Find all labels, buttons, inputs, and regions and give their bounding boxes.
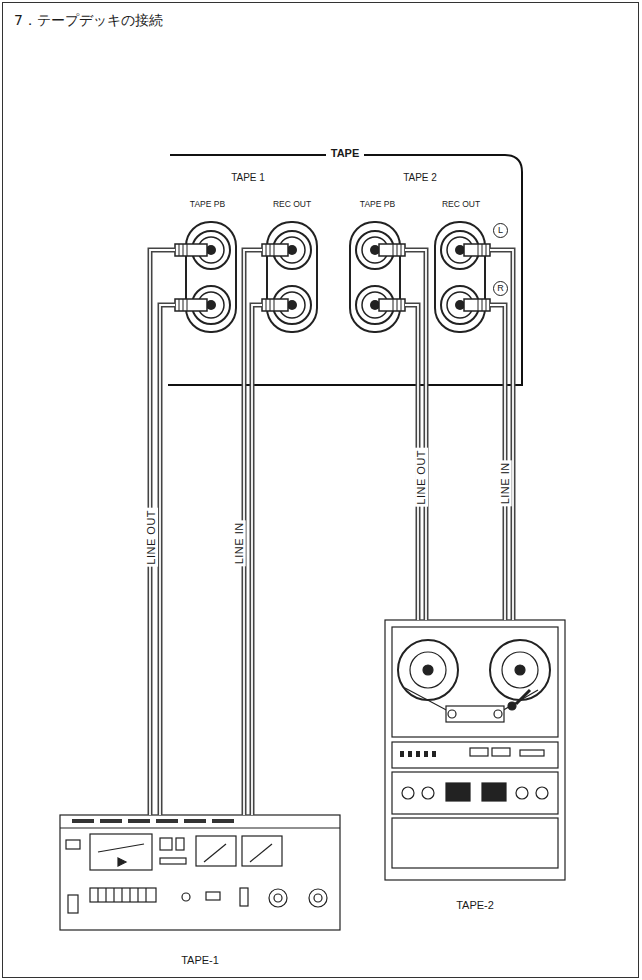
title: 7．テープデッキの接続 bbox=[14, 12, 163, 28]
cable-label: LINE IN bbox=[232, 520, 245, 566]
cassette-deck bbox=[60, 815, 340, 930]
node-label: TAPE PB bbox=[190, 200, 225, 210]
rca-plug bbox=[175, 244, 207, 256]
cable-label: LINE IN bbox=[498, 460, 511, 506]
reel-deck-box: TAPE-2 bbox=[385, 620, 565, 912]
rca-plug bbox=[262, 244, 288, 256]
node-label: TAPE-2 bbox=[456, 899, 494, 912]
jack-pair: REC OUT bbox=[432, 200, 490, 335]
rca-plug bbox=[262, 299, 288, 311]
jack-pair: TAPE PB bbox=[350, 200, 405, 335]
audio-cable bbox=[490, 250, 513, 620]
cassette-deck-box: TAPE-1 bbox=[60, 815, 340, 967]
jack-pair: REC OUT bbox=[262, 200, 322, 335]
rca-plug bbox=[379, 299, 405, 311]
rca-plug bbox=[464, 299, 490, 311]
jack-group: TAPE 2 TAPE PB REC OUT bbox=[345, 172, 495, 340]
rca-plug bbox=[379, 244, 405, 256]
cable-label: LINE OUT bbox=[415, 448, 428, 507]
node-label: REC OUT bbox=[273, 200, 311, 210]
node-label: TAPE PB bbox=[360, 200, 395, 210]
rca-plug bbox=[464, 244, 490, 256]
page-frame bbox=[3, 3, 639, 978]
audio-cable bbox=[405, 250, 426, 620]
channel-mark: R bbox=[493, 281, 508, 296]
jack-panel bbox=[175, 222, 490, 332]
jack-plate bbox=[267, 222, 317, 332]
reel-deck bbox=[385, 620, 565, 880]
jack-plate bbox=[435, 222, 485, 332]
jack-plate bbox=[350, 222, 400, 332]
channel-mark: L bbox=[493, 223, 508, 238]
node-label: TAPE bbox=[326, 147, 365, 160]
node-label: TAPE-1 bbox=[181, 954, 219, 967]
cable-label: LINE OUT bbox=[145, 508, 158, 567]
jack-plate bbox=[186, 222, 236, 332]
panel-bracket bbox=[168, 155, 522, 385]
node-label: TAPE 2 bbox=[403, 172, 437, 184]
jack-pair: TAPE PB bbox=[175, 200, 240, 335]
tape-panel: TAPE TAPE 1 TAPE PB REC OUT TAPE 2 TAPE PB REC… bbox=[165, 147, 525, 390]
node-label: TAPE 1 bbox=[231, 172, 265, 184]
audio-cable bbox=[244, 250, 262, 815]
rca-plug bbox=[175, 299, 207, 311]
node-label: REC OUT bbox=[442, 200, 480, 210]
jack-group: TAPE 1 TAPE PB REC OUT bbox=[170, 172, 326, 340]
